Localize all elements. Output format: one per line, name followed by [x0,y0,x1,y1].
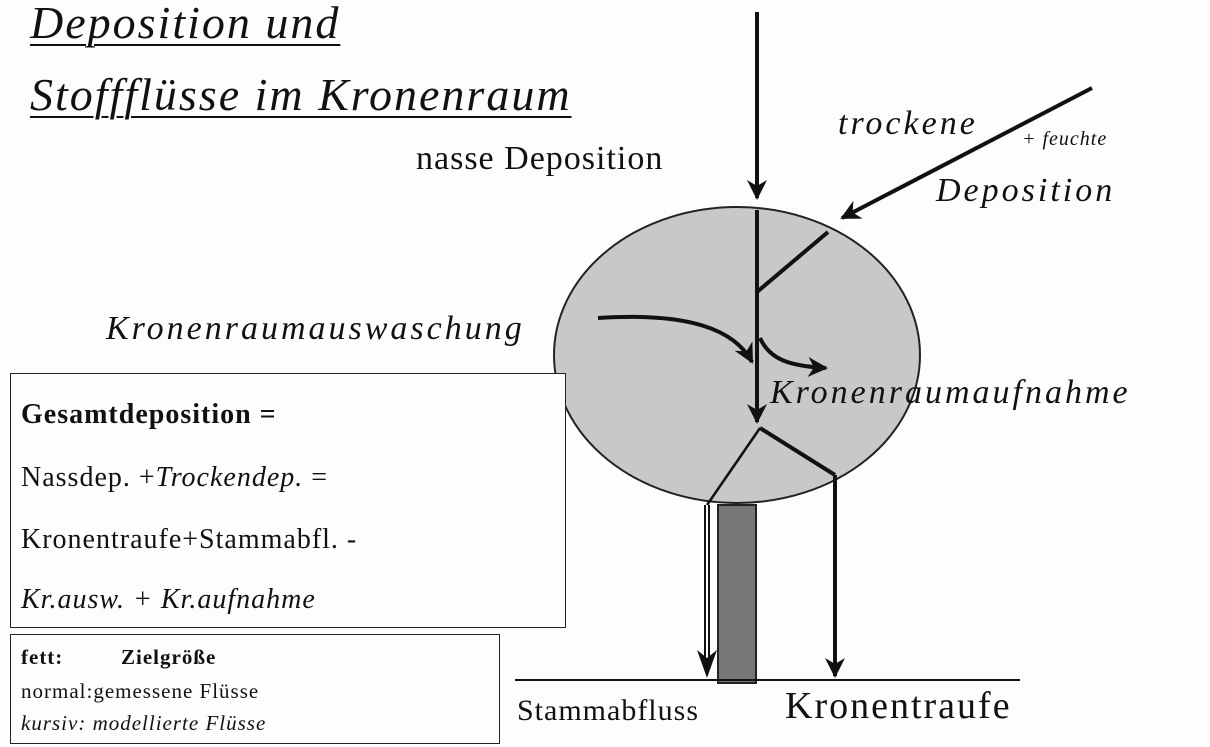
label-moist: + feuchte [1022,128,1107,151]
label-throughfall: Kronentraufe [785,684,1012,728]
legend-bold-line: fett:Zielgröße [21,645,216,670]
label-wet-deposition: nasse Deposition [416,140,663,178]
label-deposition: Deposition [936,172,1115,210]
equation-line-1: Nassdep. +Trockendep. = [21,462,328,494]
legend-normal-line: normal:gemessene Flüsse [21,679,259,704]
label-leaching: Kronenraumauswaschung [106,310,525,348]
label-dry: trockene [838,105,978,143]
legend-italic-line: kursiv: modellierte Flüsse [21,711,266,736]
equation-line-1-end: = [303,462,328,493]
equation-box: Gesamtdeposition = Nassdep. +Trockendep.… [10,373,566,628]
equation-line-2: Kronentraufe+Stammabfl. - [21,524,357,556]
label-stemflow: Stammabfluss [517,694,699,728]
equation-line-3: Kr.ausw. + Kr.aufnahme [21,584,316,616]
legend-box: fett:Zielgröße normal:gemessene Flüsse k… [10,634,500,744]
label-uptake: Kronenraumaufnahme [770,374,1131,412]
tree-crown [554,207,920,503]
legend-bold-key: fett: [21,645,121,670]
equation-line-1-italic: Trockendep. [156,462,304,493]
legend-bold-value: Zielgröße [121,645,216,669]
equation-line-1-normal: Nassdep. + [21,462,156,493]
tree-trunk [718,505,756,683]
equation-heading: Gesamtdeposition = [21,399,277,431]
